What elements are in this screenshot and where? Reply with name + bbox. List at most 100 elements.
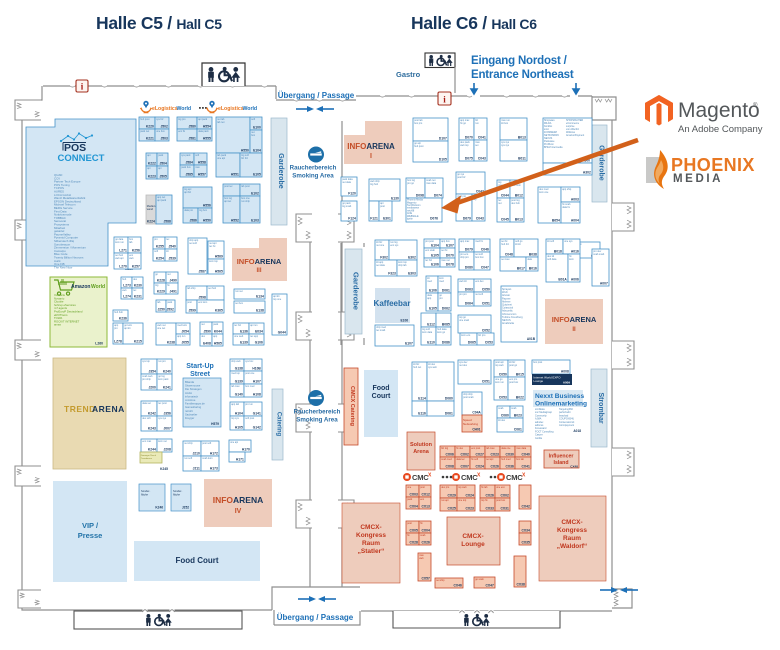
- svg-text:C060: C060: [501, 414, 509, 418]
- svg-text:Halle C5 / Hall C5: Halle C5 / Hall C5: [96, 13, 222, 33]
- svg-text:soft: soft: [251, 118, 255, 121]
- svg-text:hub post: hub post: [140, 118, 150, 121]
- svg-text:snab: snab: [498, 407, 504, 410]
- svg-text:soft go: soft go: [515, 240, 523, 243]
- svg-text:L270: L270: [119, 265, 127, 269]
- svg-text:top go: top go: [459, 316, 466, 319]
- svg-text:set hub: set hub: [115, 254, 124, 257]
- svg-text:E104: E104: [431, 244, 439, 248]
- svg-text:fix soft: fix soft: [471, 458, 478, 461]
- svg-text:Internet World EXPO: Internet World EXPO: [534, 376, 562, 380]
- svg-text:box med: box med: [245, 385, 255, 388]
- svg-text:post box: post box: [496, 499, 506, 502]
- svg-text:VIP /: VIP /: [82, 521, 99, 530]
- svg-text:CX29: CX29: [448, 494, 456, 498]
- svg-text:post lab: post lab: [414, 119, 423, 122]
- svg-text:C061: C061: [514, 428, 522, 432]
- svg-text:tec: tec: [166, 238, 170, 241]
- svg-text:J208: J208: [163, 448, 171, 452]
- svg-text:Novanio: Novanio: [54, 296, 65, 300]
- svg-text:G044: G044: [278, 331, 286, 335]
- svg-text:C042: C042: [476, 190, 484, 194]
- svg-text:pro eco: pro eco: [460, 253, 469, 256]
- svg-text:CX24: CX24: [476, 465, 484, 469]
- svg-text:C047: C047: [481, 266, 489, 270]
- svg-text:box: box: [251, 134, 256, 137]
- svg-text:max run: max run: [501, 119, 510, 122]
- svg-text:X: X: [522, 473, 526, 479]
- svg-text:CX38: CX38: [517, 583, 525, 587]
- svg-text:top sys: top sys: [231, 417, 239, 420]
- svg-text:K242: K242: [148, 412, 156, 416]
- svg-text:J354: J354: [148, 370, 156, 374]
- svg-text:Mitarbeit: Mitarbeit: [54, 226, 65, 230]
- svg-text:one sys: one sys: [564, 240, 573, 243]
- svg-text:pro: pro: [114, 327, 118, 330]
- svg-text:®: ®: [753, 102, 758, 109]
- svg-text:C04A: C04A: [472, 411, 481, 415]
- svg-text:go api: go api: [414, 142, 421, 145]
- svg-text:lab max: lab max: [231, 385, 240, 388]
- svg-text:D078: D078: [446, 263, 454, 267]
- svg-text:Trendarena: Trendarena: [141, 457, 153, 460]
- svg-text:hub: hub: [122, 278, 127, 281]
- svg-text:Networking: Networking: [463, 422, 478, 426]
- svg-text:log api: log api: [184, 188, 192, 191]
- svg-text:E034: E034: [255, 330, 263, 334]
- svg-text:COUPONS4U: COUPONS4U: [559, 418, 574, 421]
- svg-text:max net: max net: [441, 259, 450, 262]
- svg-text:kom run: kom run: [115, 241, 124, 244]
- svg-text:Die Strategen: Die Strategen: [185, 387, 202, 391]
- svg-text:Michael Telecom: Michael Telecom: [54, 203, 76, 207]
- svg-text:CX02: CX02: [461, 453, 469, 457]
- svg-text:K254: K254: [156, 257, 164, 261]
- svg-text:post: post: [187, 301, 192, 304]
- svg-text:G140: G140: [235, 393, 243, 397]
- svg-text:fix dev: fix dev: [456, 447, 464, 450]
- svg-text:Commority: Commority: [535, 414, 547, 417]
- svg-text:go: go: [439, 294, 442, 297]
- svg-text:E103: E103: [251, 219, 259, 223]
- svg-text:CX26: CX26: [491, 465, 499, 469]
- svg-text:app lab: app lab: [231, 403, 240, 406]
- svg-text:web top: web top: [460, 144, 469, 147]
- svg-text:tec fix: tec fix: [209, 245, 216, 248]
- svg-text:CX33: CX33: [486, 507, 494, 511]
- svg-text:F323: F323: [388, 272, 396, 276]
- svg-text:kit biz: kit biz: [376, 241, 383, 244]
- svg-text:H550: H550: [241, 149, 249, 153]
- svg-text:D070: D070: [465, 136, 473, 140]
- svg-text:post api: post api: [495, 361, 504, 364]
- svg-text:hub hub: hub hub: [114, 311, 123, 314]
- svg-text:app max: app max: [460, 240, 470, 243]
- svg-text:B085: B085: [442, 323, 450, 327]
- svg-text:lab ship: lab ship: [187, 287, 196, 290]
- svg-text:Raum: Raum: [362, 540, 380, 547]
- svg-text:eco max: eco max: [142, 440, 152, 443]
- svg-text:B017: B017: [517, 267, 525, 271]
- svg-text:one net: one net: [157, 327, 165, 330]
- svg-text:Gastro: Gastro: [396, 70, 421, 79]
- svg-text:E301: E301: [383, 217, 391, 221]
- svg-text:sys dev: sys dev: [459, 361, 468, 364]
- svg-text:K230: K230: [134, 284, 142, 288]
- svg-text:Payone: Payone: [502, 297, 511, 300]
- svg-text:set fix: set fix: [501, 240, 508, 243]
- svg-text:INFOARENA: INFOARENA: [347, 142, 395, 151]
- svg-text:dev kit: dev kit: [547, 255, 554, 258]
- svg-text:eco kom: eco kom: [198, 301, 207, 304]
- svg-text:CX08: CX08: [446, 465, 454, 469]
- svg-text:K224: K224: [147, 220, 155, 224]
- svg-text:lab pack: lab pack: [217, 154, 227, 157]
- svg-text:K240: K240: [163, 370, 171, 374]
- svg-text:kom kom: kom kom: [511, 184, 521, 187]
- svg-text:CX23: CX23: [491, 453, 499, 457]
- svg-text:LOCA GmbH: LOCA GmbH: [54, 193, 71, 197]
- svg-text:von ARerbiz: von ARerbiz: [566, 128, 580, 131]
- svg-text:B013: B013: [515, 218, 523, 222]
- svg-text:tec biz: tec biz: [234, 324, 242, 327]
- svg-text:C045: C045: [501, 218, 509, 222]
- svg-text:J598: J598: [198, 296, 206, 300]
- svg-text:sys web: sys web: [428, 366, 437, 369]
- svg-text:J055: J055: [181, 341, 189, 345]
